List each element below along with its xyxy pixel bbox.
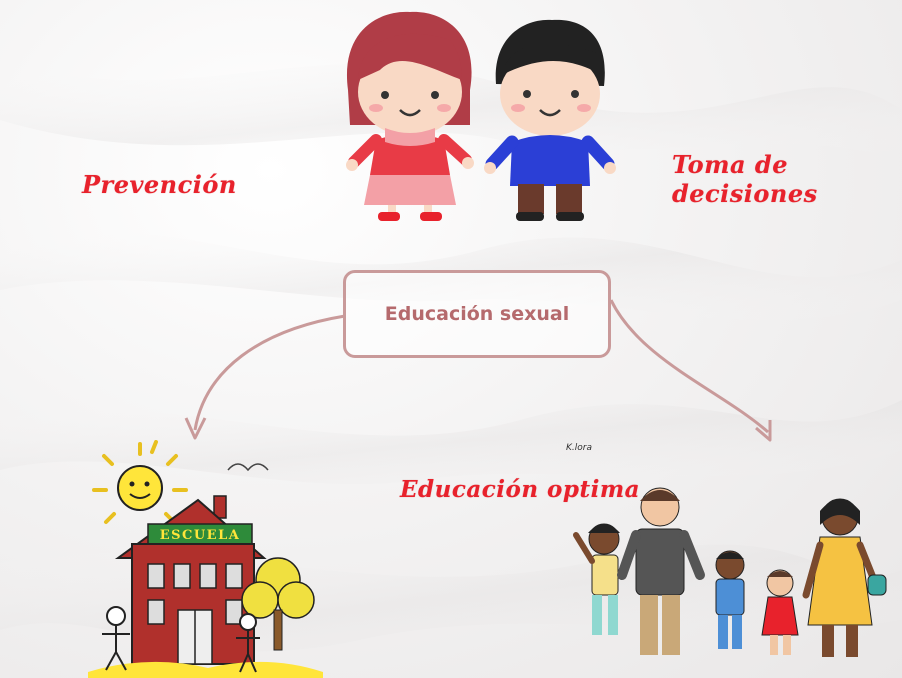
- prevention-label: Prevención: [82, 170, 237, 199]
- curved-arrow-right: [609, 299, 769, 434]
- center-concept-label: Educación sexual: [384, 303, 570, 325]
- curved-arrow-left: [193, 314, 346, 431]
- family-illustration: [573, 487, 887, 657]
- girl-illustration: [346, 11, 474, 221]
- center-concept-box: Educación sexual: [343, 270, 611, 358]
- school-sign-text: ESCUELA: [160, 528, 241, 543]
- optimal-education-label: Educación optima: [400, 476, 641, 503]
- school-illustration: ESCUELA: [88, 440, 323, 678]
- boy-illustration: [484, 19, 616, 221]
- decision-making-label: Toma de decisiones: [672, 150, 818, 208]
- artist-signature: K.lora: [566, 443, 592, 453]
